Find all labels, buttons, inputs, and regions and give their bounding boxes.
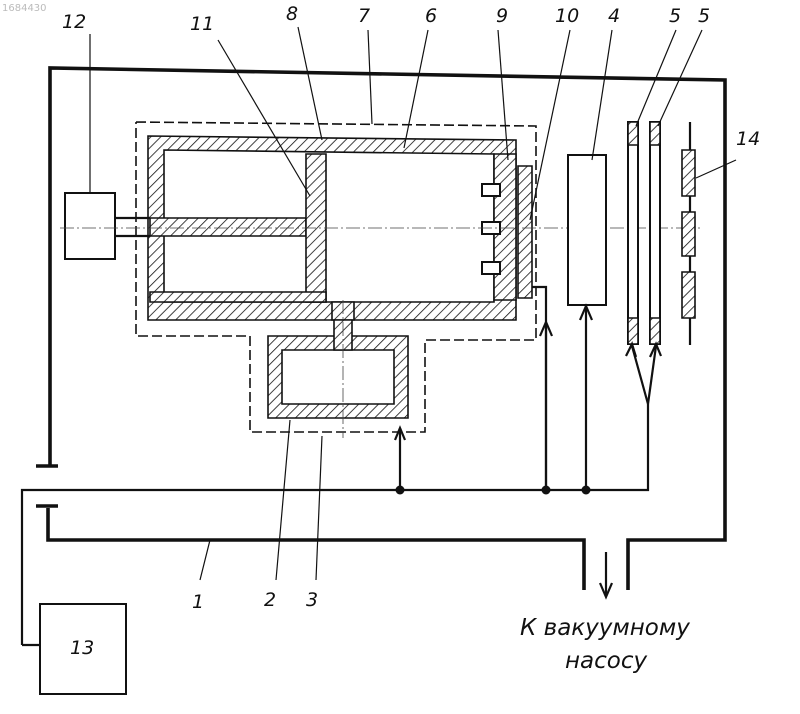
- label-4: 4: [608, 5, 620, 27]
- label-8: 8: [286, 3, 298, 25]
- wall-9-nozzles: [482, 154, 516, 300]
- plate-10: [518, 166, 532, 298]
- dashed-enclosure-7: [136, 122, 536, 432]
- pump-outlet-arrow: [600, 552, 612, 597]
- label-1: 1: [192, 591, 204, 613]
- target-14: [682, 122, 695, 345]
- caption-line-1: К вакуумному: [520, 615, 690, 641]
- label-5a: 5: [669, 5, 681, 27]
- label-14: 14: [736, 128, 760, 150]
- label-12: 12: [62, 11, 86, 33]
- label-10: 10: [555, 5, 579, 27]
- label-5b: 5: [698, 5, 710, 27]
- label-9: 9: [496, 5, 508, 27]
- label-7: 7: [358, 5, 370, 27]
- lower-chamber-2: [268, 320, 408, 418]
- block-4: [568, 155, 606, 305]
- grids-5: [628, 122, 660, 344]
- label-2: 2: [264, 589, 276, 611]
- watermark-text: 1684430: [2, 3, 47, 14]
- pump-caption: К вакуумному насосу: [520, 615, 690, 674]
- caption-line-2: насосу: [565, 648, 647, 674]
- label-3: 3: [306, 589, 318, 611]
- block-12: [65, 193, 150, 259]
- label-11: 11: [190, 13, 214, 35]
- label-6: 6: [425, 5, 437, 27]
- label-13: 13: [70, 637, 94, 659]
